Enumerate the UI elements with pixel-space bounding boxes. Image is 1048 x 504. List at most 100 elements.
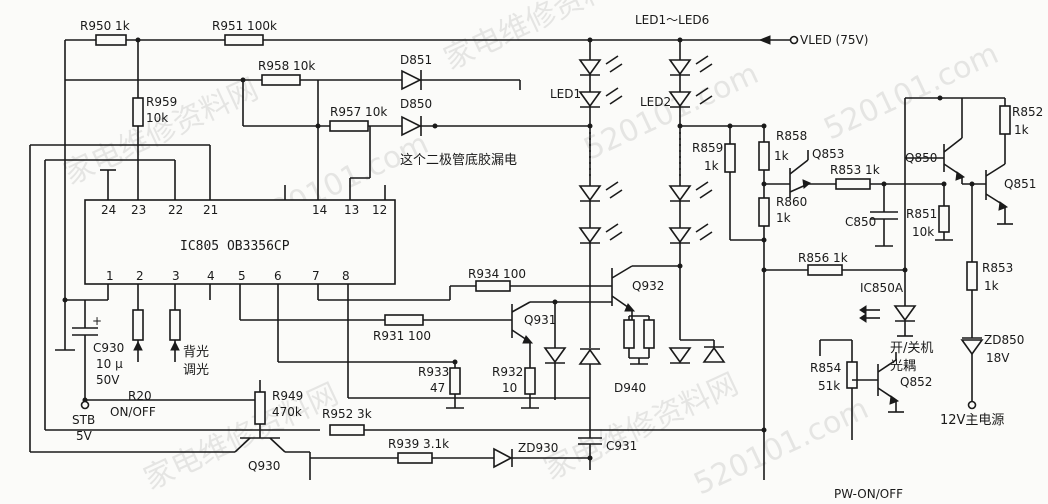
r959-label: R959 <box>146 95 177 109</box>
transistor-q851: Q851 <box>962 163 1036 211</box>
resistor-r951: R951 100k <box>212 19 277 46</box>
transistor-q853: Q853 <box>764 147 844 198</box>
c930-plus: + <box>92 314 102 328</box>
stb-label: STB <box>72 413 95 427</box>
r931-label: R931 100 <box>373 329 431 343</box>
led2-label: LED2 <box>640 95 671 109</box>
r852-label: R852 <box>1012 105 1043 119</box>
resistor-r853-vertical: R853 1k <box>966 261 1013 293</box>
watermark-text: 家电维修资料网 <box>139 377 344 497</box>
q851-label: Q851 <box>1004 177 1036 191</box>
main-12v-label: 12V主电源 <box>940 413 1004 428</box>
resistor-r959: R959 10k <box>132 95 177 127</box>
ic-pin14: 14 <box>312 203 327 217</box>
d940-label: D940 <box>614 381 646 395</box>
resistor-r851: R851 10k <box>906 205 950 239</box>
diode-d851: D851 <box>400 53 432 91</box>
resistor-r950: R950 1k <box>80 19 130 46</box>
zener-zd850: ZD850 18V <box>960 330 1024 402</box>
q930-label: Q930 <box>248 459 280 473</box>
r934-label: R934 100 <box>468 267 526 281</box>
resistor-r957: R957 10k <box>329 105 387 132</box>
r933-value: 47 <box>430 381 445 395</box>
resistor-r859: R859 1k <box>692 141 736 173</box>
led-range-label: LED1～LED6 <box>635 13 709 27</box>
led-light-arrows <box>605 55 713 241</box>
q853-label: Q853 <box>812 147 844 161</box>
r951-label: R951 100k <box>212 19 277 33</box>
ic-pin6: 6 <box>274 269 282 283</box>
ic-pin4: 4 <box>207 269 215 283</box>
resistor-r860: R860 1k <box>758 195 807 227</box>
resistor-r853-horizontal: R853 1k <box>830 163 880 190</box>
resistor-r958: R958 10k <box>258 59 315 86</box>
r932-label: R932 <box>492 365 523 379</box>
r853h-label: R853 1k <box>830 163 880 177</box>
zd850-value: 18V <box>986 351 1010 365</box>
watermark-text: 家电维修资料网 <box>439 0 644 77</box>
q931-label: Q931 <box>524 313 556 327</box>
r858-label: R858 <box>776 129 807 143</box>
ic805-chip: IC805 OB3356CP 24 23 22 21 14 13 12 1 2 … <box>84 199 396 285</box>
led1-label: LED1 <box>550 87 581 101</box>
resistor-r852: R852 1k <box>999 105 1043 137</box>
opto-label: 光耦 <box>890 359 916 374</box>
r952-label: R952 3k <box>322 407 372 421</box>
r859-value: 1k <box>704 159 719 173</box>
ic-pin2: 2 <box>136 269 144 283</box>
zd930-label: ZD930 <box>518 441 558 455</box>
r856-label: R856 1k <box>798 251 848 265</box>
ic-pin24: 24 <box>101 203 116 217</box>
d850-label: D850 <box>400 97 432 111</box>
backlight-label: 背光 <box>183 345 209 360</box>
r860-label: R860 <box>776 195 807 209</box>
ic-pin7: 7 <box>312 269 320 283</box>
q852-label: Q852 <box>900 375 932 389</box>
r959-value: 10k <box>146 111 168 125</box>
resistor-r939: R939 3.1k <box>388 437 449 464</box>
r860-value: 1k <box>776 211 791 225</box>
zener-zd930: ZD930 <box>493 441 558 469</box>
r950-label: R950 1k <box>80 19 130 33</box>
pw-on-off-label: PW-ON/OFF <box>834 487 903 501</box>
leak-note: 这个二极管底胶漏电 <box>400 152 517 168</box>
resistor-r933: R933 47 <box>418 362 464 409</box>
watermark-text: 家电维修资料网 <box>59 72 264 192</box>
ic-pin22: 22 <box>168 203 183 217</box>
resistor-r856: R856 1k <box>798 251 848 276</box>
ic-pin3: 3 <box>172 269 180 283</box>
r20-value: ON/OFF <box>110 405 156 419</box>
ic-pin23: 23 <box>131 203 146 217</box>
r949-value: 470k <box>272 405 302 419</box>
c930-volt: 50V <box>96 373 120 387</box>
r949-label: R949 <box>272 389 303 403</box>
r957-label: R957 10k <box>330 105 387 119</box>
ic-pin5: 5 <box>238 269 246 283</box>
r20-label: R20 <box>128 389 152 403</box>
capacitor-c850: C850 <box>845 184 898 247</box>
resistor-r931: R931 100 <box>373 314 431 343</box>
q932-label: Q932 <box>632 279 664 293</box>
vled-label: VLED (75V) <box>800 33 868 47</box>
transistor-q932: Q932 <box>611 265 664 312</box>
r851-label: R851 <box>906 207 937 221</box>
transistor-q930: Q930 <box>234 437 286 473</box>
opto-switch-label: 开/关机 <box>890 341 933 356</box>
r851-value: 10k <box>912 225 934 239</box>
watermark-text: 520101.com <box>819 36 1004 147</box>
resistor-r934: R934 100 <box>468 267 526 292</box>
resistor-r949: R949 470k <box>254 389 303 425</box>
ic-pin13: 13 <box>344 203 359 217</box>
zd850-label: ZD850 <box>984 333 1024 347</box>
optocoupler-ic850a: IC850A 开/关机 光耦 <box>859 281 933 374</box>
ic-pin21: 21 <box>203 203 218 217</box>
resistor-r854: R854 51k <box>810 361 858 393</box>
c931-label: C931 <box>606 439 637 453</box>
d851-label: D851 <box>400 53 432 67</box>
transistor-q852: Q852 <box>877 359 932 405</box>
led-string-1: LED1 <box>550 59 602 244</box>
dimming-label: 调光 <box>183 363 209 378</box>
c930-label: C930 <box>93 341 124 355</box>
r854-value: 51k <box>818 379 840 393</box>
